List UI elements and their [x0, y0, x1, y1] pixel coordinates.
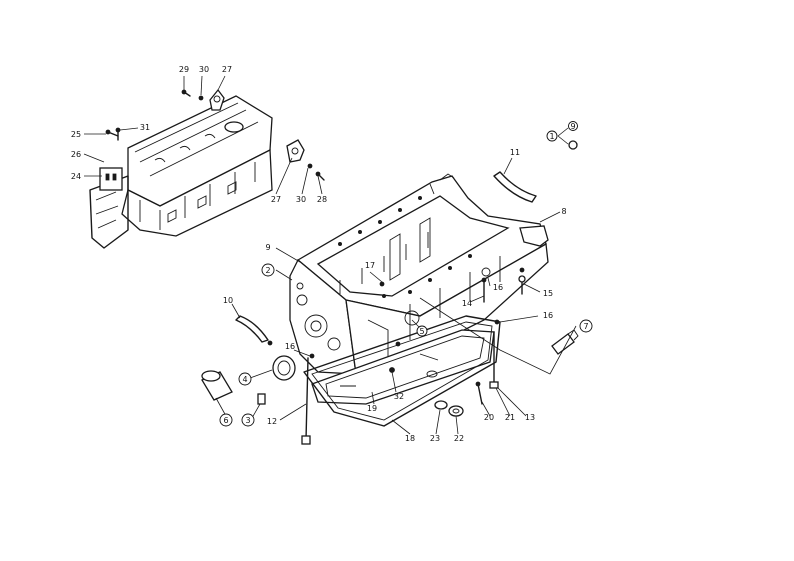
callout-9: 9 [265, 243, 270, 252]
callout-13: 13 [525, 413, 535, 422]
callout-28: 28 [317, 195, 327, 204]
callout-19: 19 [367, 404, 377, 413]
callout-27: 27 [222, 65, 232, 74]
leader-lines [83, 75, 577, 435]
callout-4-circled: 4 [242, 375, 247, 384]
callout-30: 30 [199, 65, 209, 74]
callout-10: 10 [223, 296, 233, 305]
oil-pan [311, 329, 495, 405]
callout-16-pan: 16 [543, 311, 553, 320]
callout-17: 17 [365, 261, 375, 270]
callout-20: 20 [484, 413, 494, 422]
callout-1-circled: 1 [549, 132, 554, 141]
callout-22: 22 [454, 434, 464, 443]
callout-27-lower: 27 [271, 195, 281, 204]
engine-assembly [89, 88, 325, 249]
callout-8: 8 [561, 207, 566, 216]
callout-5-circled: 5 [419, 327, 424, 336]
callout-12: 12 [267, 417, 277, 426]
callout-14: 14 [462, 299, 472, 308]
callout-16-left: 16 [285, 342, 295, 351]
callout-3-circled: 3 [245, 416, 250, 425]
callout-24: 24 [71, 172, 81, 181]
callout-25: 25 [71, 130, 81, 139]
callout-29: 29 [179, 65, 189, 74]
oil-pan-gasket [303, 315, 501, 427]
callout-26: 26 [71, 150, 81, 159]
callout-31: 31 [140, 123, 150, 132]
callout-30-lower: 30 [296, 195, 306, 204]
callout-11: 11 [510, 148, 520, 157]
callout-21: 21 [505, 413, 515, 422]
callout-2-circled: 2 [265, 266, 270, 275]
callout-labels: 29 30 27 31 25 26 24 27 30 28 11 8 1 9 9… [71, 65, 593, 443]
callout-18: 18 [405, 434, 415, 443]
callout-6-circled: 6 [223, 416, 228, 425]
callout-15: 15 [543, 289, 553, 298]
callout-32: 32 [394, 392, 404, 401]
loose-parts [201, 121, 579, 445]
callout-9-circled: 9 [570, 122, 575, 131]
callout-23: 23 [430, 434, 440, 443]
callout-16-right: 16 [493, 283, 503, 292]
callout-7-circled: 7 [583, 322, 588, 331]
